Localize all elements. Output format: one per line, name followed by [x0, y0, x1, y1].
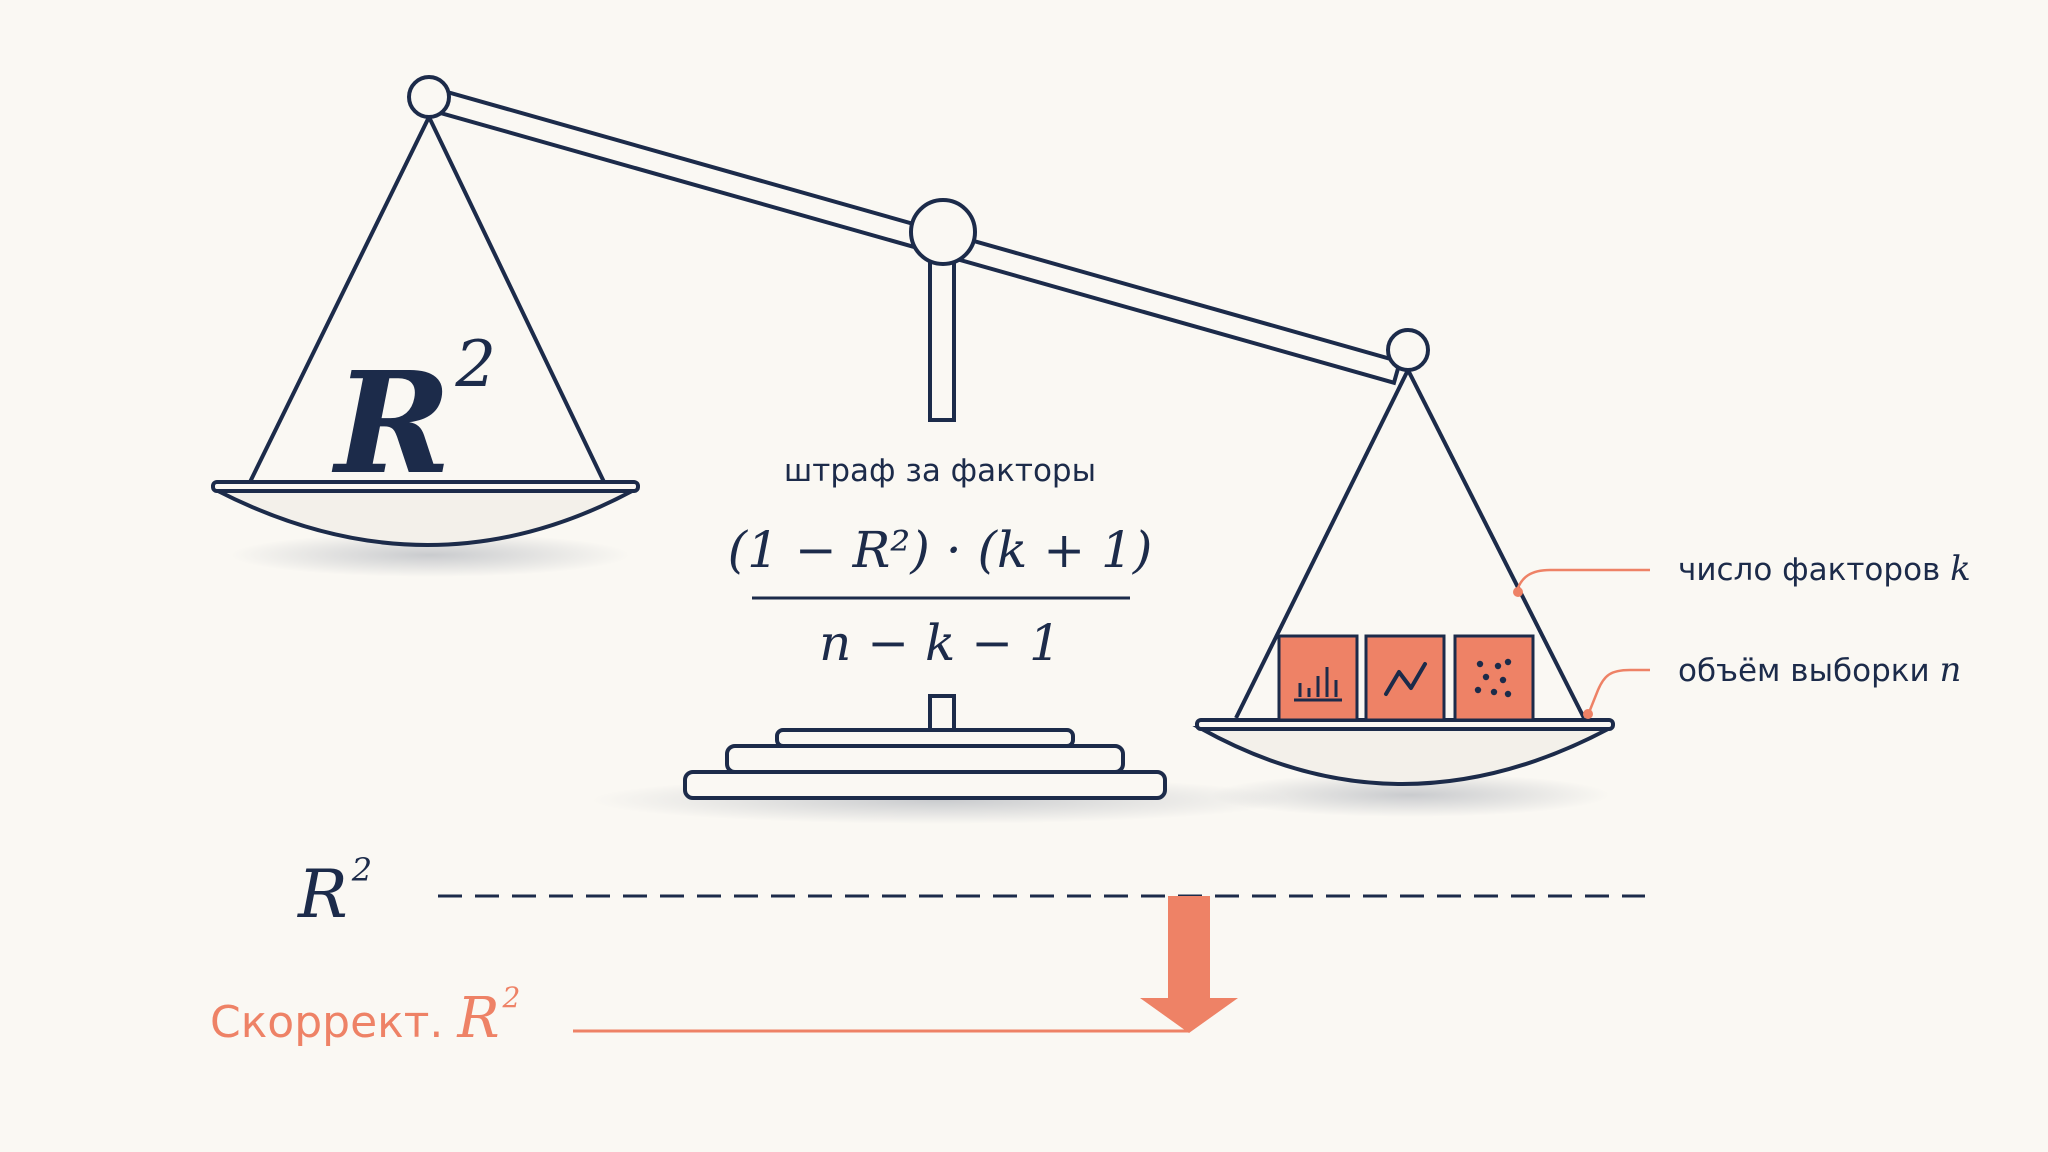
sample-label: объём выборки — [1678, 653, 1940, 689]
penalty-numerator: (1 − R²) · (k + 1) — [728, 521, 1153, 579]
left-pan — [211, 116, 640, 547]
decrease-arrow — [1140, 896, 1238, 1033]
factor-box-1 — [1277, 634, 1359, 722]
right-pan — [1192, 369, 1615, 786]
sample-variable: n — [1940, 650, 1962, 690]
line-chart-icon — [1384, 662, 1427, 696]
adjusted-exponent: 2 — [502, 981, 521, 1014]
sample-leader — [1583, 668, 1650, 719]
penalty-denominator: n − k − 1 — [819, 614, 1061, 672]
penalty-caption: штраф за факторы — [784, 453, 1096, 489]
bar-chart-icon — [1294, 667, 1342, 702]
r2-exponent: 2 — [351, 851, 372, 889]
beam-pivot — [909, 198, 977, 266]
factors-variable: k — [1950, 549, 1971, 589]
r2-symbol: R — [297, 856, 348, 933]
scatter-plot-icon — [1474, 658, 1512, 698]
factor-box-3 — [1453, 634, 1535, 722]
factors-leader — [1513, 568, 1650, 597]
left-pan-shadow — [230, 533, 630, 577]
left-pan-exponent: 2 — [454, 328, 496, 402]
factor-box-2 — [1364, 634, 1446, 722]
left-hook — [407, 75, 451, 119]
factors-annotation: число факторов k — [1678, 549, 1971, 589]
scale-base — [683, 728, 1167, 800]
sample-annotation: объём выборки n — [1678, 650, 1961, 690]
adjusted-symbol: R — [456, 986, 499, 1051]
factors-label: число факторов — [1678, 552, 1950, 588]
right-hook — [1386, 328, 1430, 372]
adjusted-text: Скоррект. — [210, 997, 457, 1048]
right-pan-shadow — [1210, 773, 1610, 817]
left-pan-r-squared: R2 — [331, 328, 496, 506]
left-pan-symbol: R — [331, 342, 451, 506]
